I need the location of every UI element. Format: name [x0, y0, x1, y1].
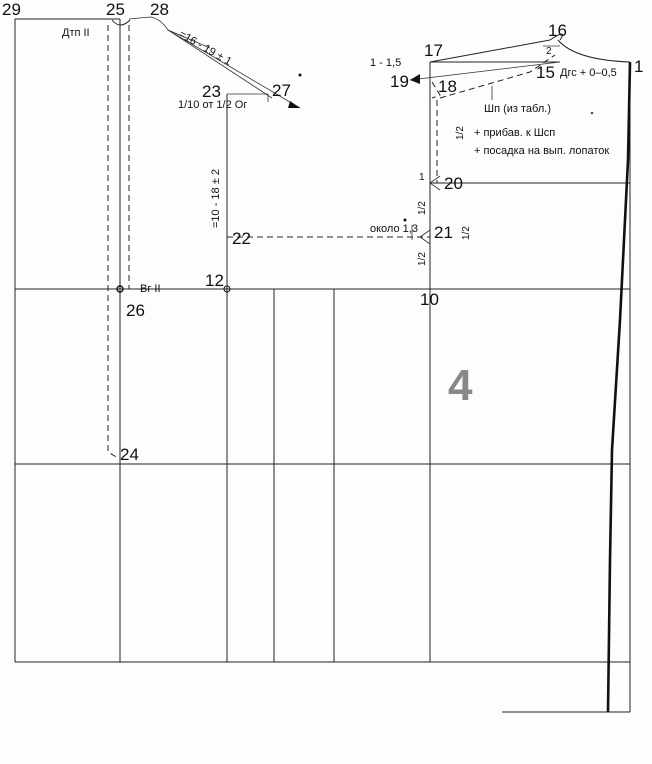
- point-1: 1: [634, 57, 643, 76]
- label-len-16-19: =16 - 19 ± 1: [177, 28, 234, 68]
- point-10: 10: [420, 290, 439, 309]
- sheet-number: 4: [448, 361, 473, 410]
- mark-1: 1: [419, 172, 425, 183]
- point-12: 12: [205, 271, 224, 290]
- label-len-10-18: =10 - 18 ± 2: [210, 169, 222, 228]
- point-19: 19: [390, 72, 409, 91]
- label-about: около 1,3: [370, 223, 418, 235]
- back-section: [107, 16, 430, 459]
- label-dgs: Дгс + 0–0,5: [560, 67, 617, 79]
- label-shp-3: + посадка на вып. лопаток: [474, 145, 609, 157]
- point-21: 21: [434, 223, 453, 242]
- point-20: 20: [444, 174, 463, 193]
- label-shp-1: Шп (из табл.): [484, 103, 551, 115]
- label-vg: Вг II: [140, 283, 161, 295]
- point-17: 17: [424, 41, 443, 60]
- point-15: 15: [536, 63, 555, 82]
- label-half-2: 1/2: [417, 201, 428, 215]
- label-range-1-15: 1 - 1,5: [370, 57, 401, 69]
- label-shp-2: + прибав. к Шсп: [474, 127, 555, 139]
- label-half-4: 1/2: [417, 252, 428, 266]
- point-25: 25: [106, 0, 125, 19]
- point-26: 26: [126, 301, 145, 320]
- point-18: 18: [438, 77, 457, 96]
- point-27: 27: [272, 81, 291, 100]
- point-24: 24: [120, 445, 139, 464]
- front-section: [298, 33, 631, 289]
- label-half-3: 1/2: [461, 226, 472, 240]
- side-seam-line: [606, 61, 632, 713]
- label-dtp: Дтп II: [62, 27, 90, 39]
- annotations: Дтп II Вг II =16 - 19 ± 1 1/10 от 1/2 Ог…: [62, 27, 617, 410]
- point-numbers: 29 25 28 16 17 1 23 27 19 18 15 20 21 22…: [2, 0, 643, 464]
- point-29: 29: [2, 0, 21, 19]
- label-half-1: 1/2: [455, 126, 466, 140]
- construction-grid: [14, 18, 631, 713]
- label-frac-23: 1/10 от 1/2 Ог: [178, 99, 247, 111]
- point-28: 28: [150, 0, 169, 19]
- mark-2: 2: [546, 46, 552, 57]
- point-16: 16: [548, 21, 567, 40]
- point-22: 22: [232, 229, 251, 248]
- point-23: 23: [202, 82, 221, 101]
